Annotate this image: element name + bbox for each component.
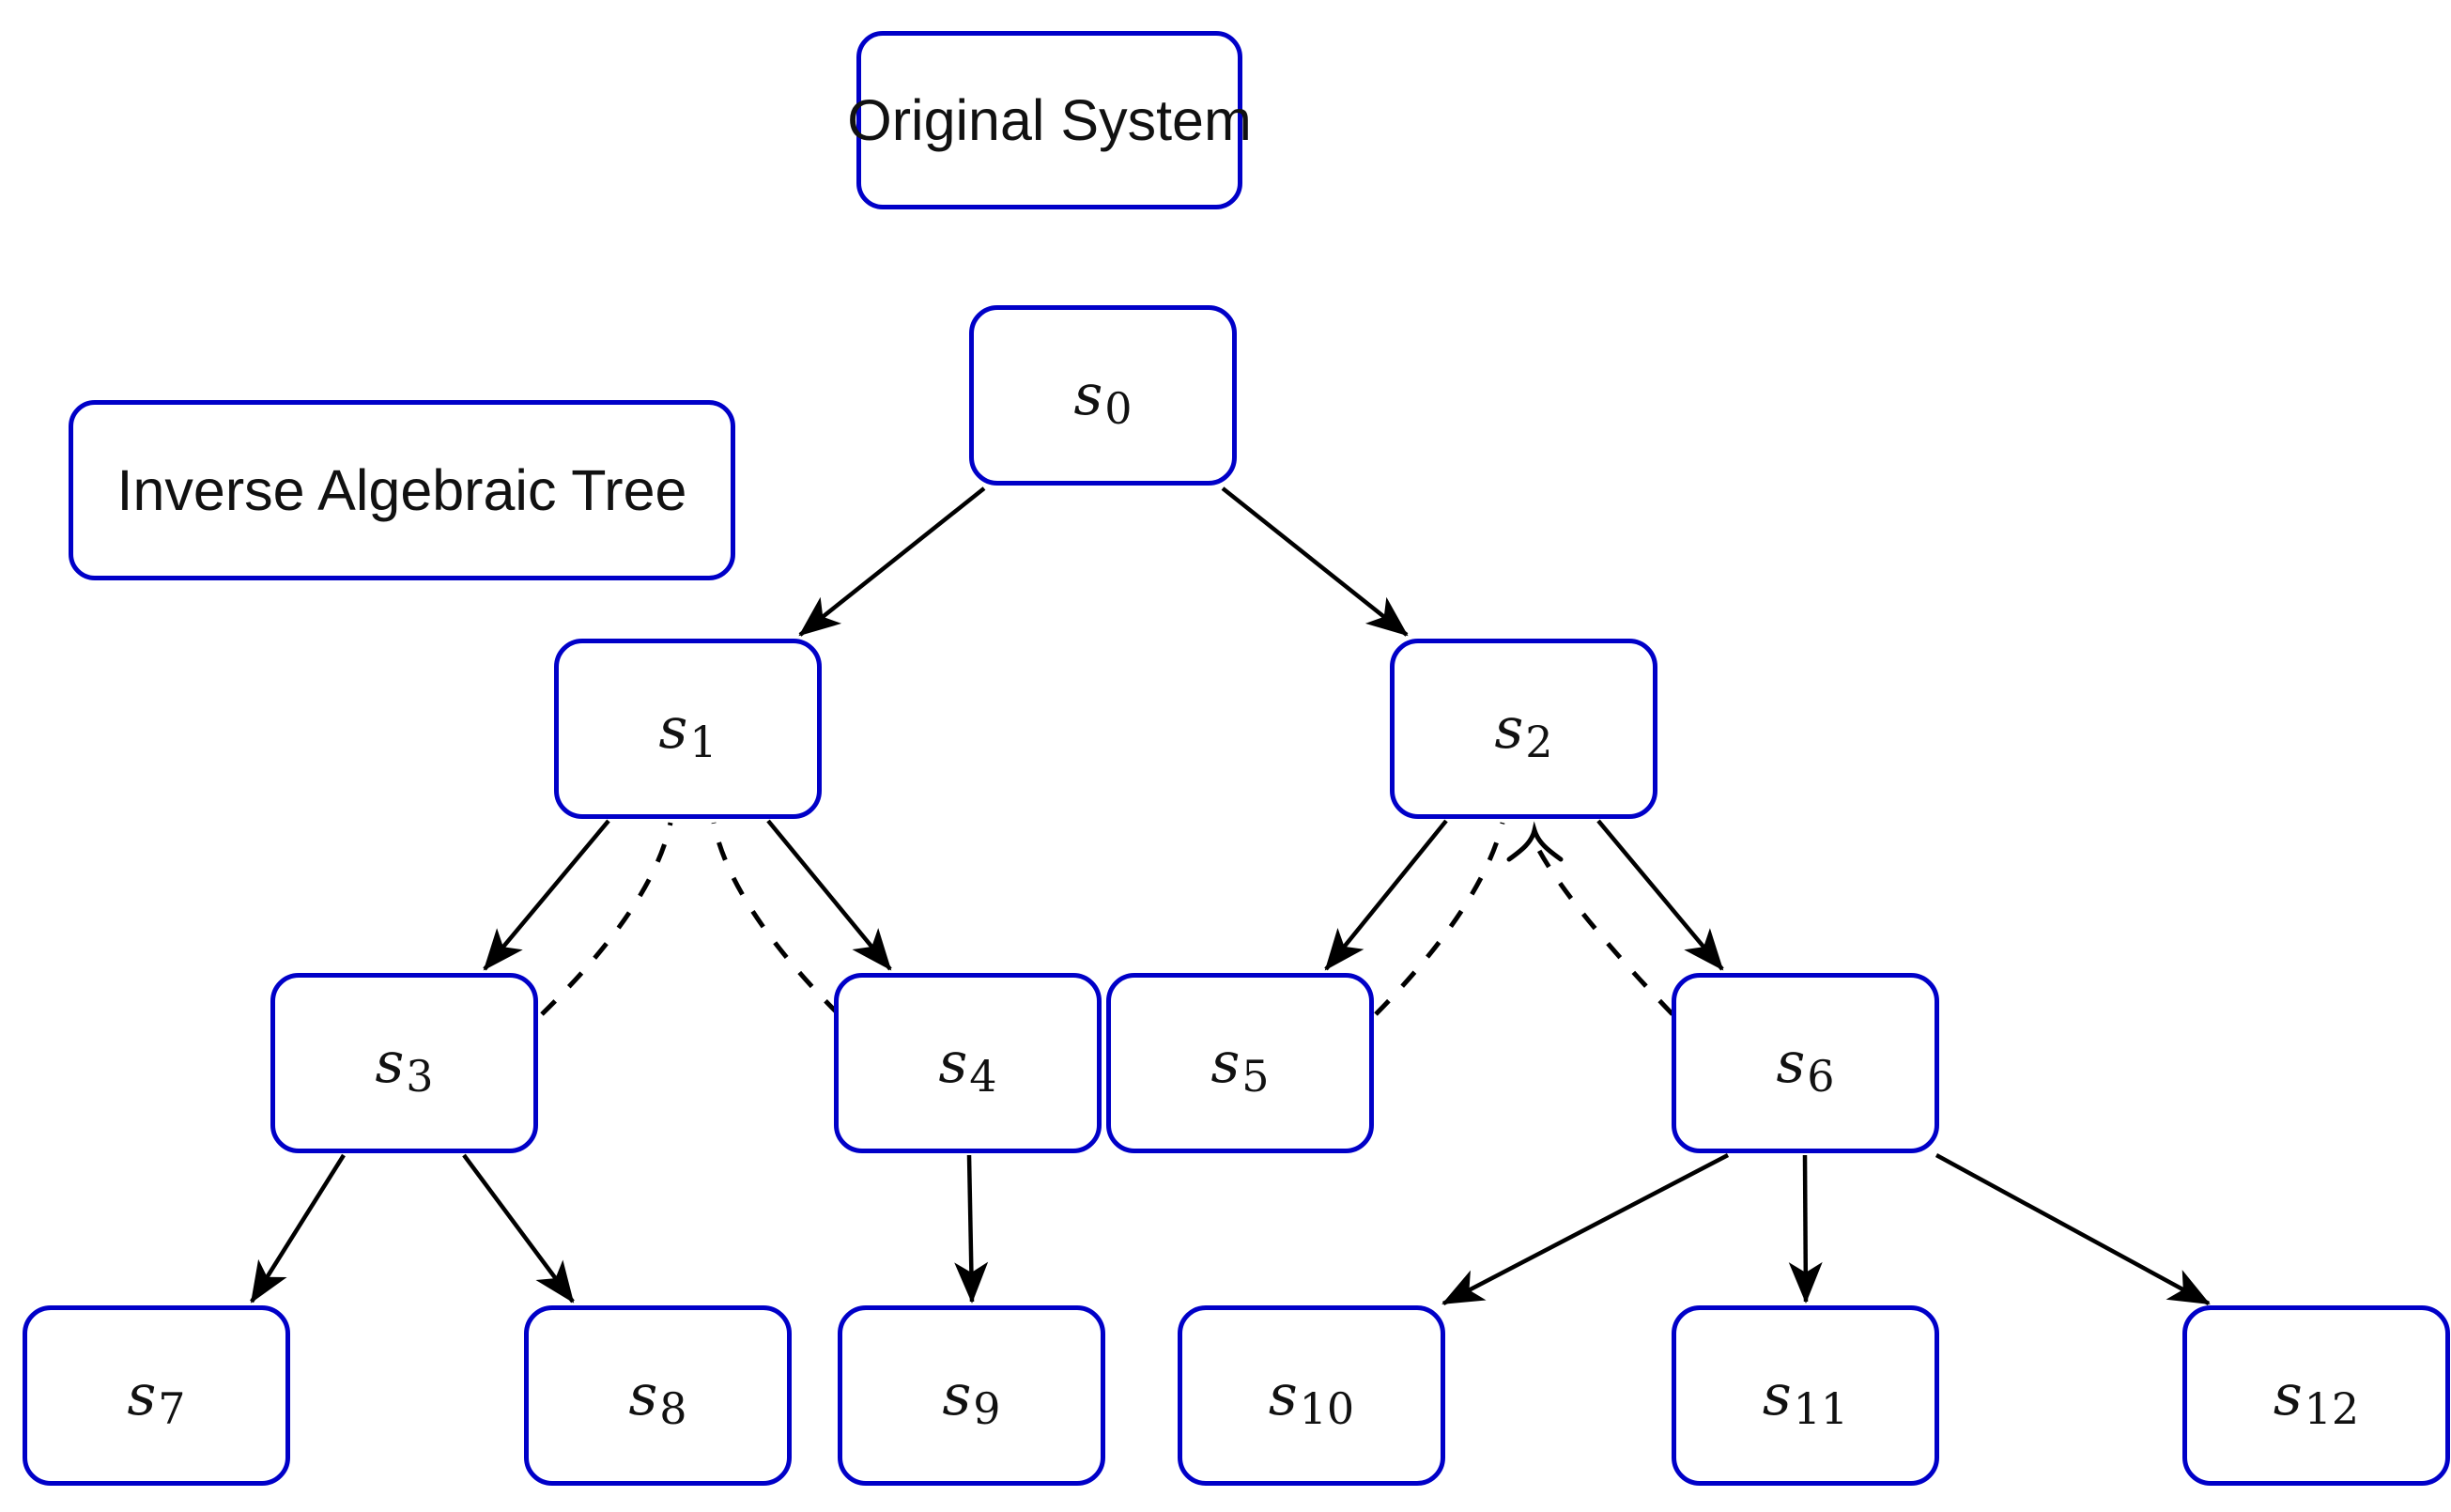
edge-s6-s10 — [1441, 1153, 1730, 1305]
node-s7-label: s — [127, 1363, 157, 1428]
node-s6-subscript: 6 — [1807, 1051, 1835, 1102]
node-s3-subscript: 3 — [406, 1051, 434, 1102]
edge-s6-s11 — [1788, 1154, 1823, 1304]
node-s7-subscript: 7 — [158, 1383, 186, 1434]
node-s1-label: s — [658, 696, 688, 762]
node-s6-label: s — [1776, 1030, 1806, 1096]
node-s2-label: s — [1494, 696, 1524, 762]
edge-s1-s3 — [483, 819, 610, 971]
edge-s6-s12 — [1935, 1153, 2211, 1305]
node-s11-subscript: 11 — [1793, 1383, 1849, 1434]
node-s5-label: s — [1210, 1030, 1241, 1096]
node-s4-subscript: 4 — [969, 1051, 997, 1102]
dashed-edge-s3-s1 — [540, 822, 673, 1016]
node-s10-subscript: 10 — [1299, 1383, 1355, 1434]
dashed-edge-s4-s1 — [711, 822, 840, 1016]
node-s5-subscript: 5 — [1241, 1051, 1270, 1102]
dashed-edge-s6-s2 — [1534, 843, 1674, 1016]
node-s4-label: s — [938, 1030, 968, 1096]
edge-s2-s6 — [1596, 819, 1724, 971]
dashed-edge-s5-s2 — [1374, 822, 1505, 1016]
node-s0-subscript: 0 — [1104, 383, 1133, 434]
node-s9-subscript: 9 — [973, 1383, 1001, 1434]
edge-s3-s8 — [462, 1153, 575, 1304]
edge-s0-s1 — [798, 486, 986, 637]
edge-s2-s5 — [1324, 819, 1448, 971]
node-s9-label: s — [942, 1363, 972, 1428]
node-s12-label: s — [2273, 1363, 2303, 1428]
node-s0-label: s — [1073, 363, 1103, 428]
node-s1-subscript: 1 — [689, 717, 717, 767]
node-s2-subscript: 2 — [1525, 717, 1553, 767]
node-s8-label: s — [628, 1363, 658, 1428]
edge-s1-s4 — [766, 819, 892, 971]
inverse-algebraic-tree-label: Inverse Algebraic Tree — [69, 400, 735, 580]
node-s3-label: s — [375, 1030, 405, 1096]
node-s12-subscript: 12 — [2304, 1383, 2360, 1434]
edge-s0-s2 — [1221, 486, 1409, 637]
edge-s4-s9 — [954, 1154, 989, 1304]
node-s11-label: s — [1762, 1363, 1792, 1428]
node-s8-subscript: 8 — [659, 1383, 687, 1434]
edge-s3-s7 — [250, 1153, 346, 1304]
dashed-arrowhead-into-s2 — [1506, 821, 1564, 862]
node-s10-label: s — [1268, 1363, 1298, 1428]
original-system-label: Original System — [847, 31, 1252, 209]
